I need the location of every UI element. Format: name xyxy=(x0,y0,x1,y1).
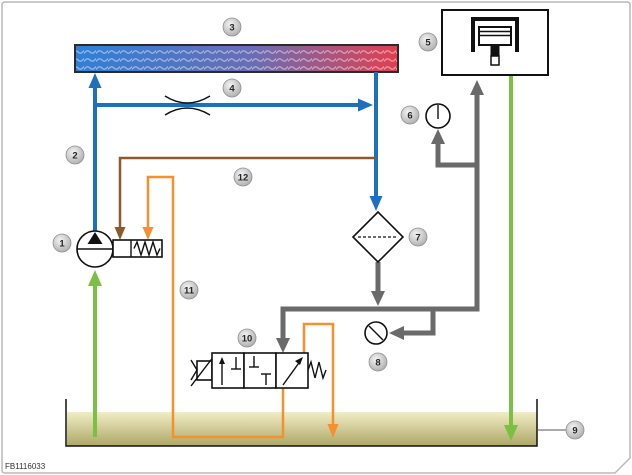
arrow-diagonal-icon xyxy=(295,357,303,365)
arrow-up-icon xyxy=(431,129,445,144)
callout-5: 5 xyxy=(418,32,438,52)
brown-line-path xyxy=(118,156,376,228)
callout-2: 2 xyxy=(65,145,85,165)
callout-7: 7 xyxy=(408,227,428,247)
callout-label: 9 xyxy=(572,426,577,437)
cooler-outline xyxy=(74,44,399,73)
callout-circle xyxy=(65,145,85,165)
callout-circle xyxy=(408,227,428,247)
gray-line-main-gallery xyxy=(280,94,480,339)
callout-circle xyxy=(368,352,388,372)
arrow-down-icon xyxy=(142,227,154,240)
callout-label: 10 xyxy=(242,334,253,345)
filter-icon xyxy=(351,210,405,264)
callout-4: 4 xyxy=(222,78,242,98)
valve-left-actuator xyxy=(196,360,213,381)
actuator-diagonal xyxy=(190,355,215,387)
valve-flow-arrow xyxy=(282,359,302,386)
arrow-down-icon xyxy=(114,227,126,240)
restrictor-icon xyxy=(164,95,211,116)
callout-8: 8 xyxy=(368,352,388,372)
callout-9: 9 xyxy=(565,420,585,440)
callout-circle xyxy=(565,420,585,440)
callout-circle xyxy=(52,233,72,253)
arrow-down-icon xyxy=(371,291,385,306)
callout-12: 12 xyxy=(233,167,253,187)
arrow-down-icon xyxy=(276,338,290,353)
arrow-up-icon xyxy=(88,270,102,286)
gray-line-to-gauge xyxy=(435,142,477,168)
pressure-switch-icon xyxy=(364,321,388,345)
callout-circle xyxy=(237,328,257,348)
cylinder-wall xyxy=(471,17,519,52)
callout-label: 6 xyxy=(407,111,412,122)
callout-10: 10 xyxy=(237,328,257,348)
cooler-icon xyxy=(74,44,399,73)
callout-circle xyxy=(233,167,253,187)
callout-circle xyxy=(400,105,420,125)
sump-outline xyxy=(65,399,538,447)
callout-label: 5 xyxy=(425,38,431,49)
arrow-down-icon xyxy=(369,196,383,211)
callout-label: 12 xyxy=(238,173,249,184)
valve-square-middle xyxy=(243,352,277,389)
callout-circle xyxy=(179,280,199,300)
brown-line xyxy=(114,156,376,240)
valve-square-right xyxy=(275,352,309,389)
callout-circle xyxy=(418,32,438,52)
callout-label: 2 xyxy=(72,151,77,162)
callout-circle xyxy=(222,78,242,98)
figure-code: FB1116033 xyxy=(5,462,46,471)
arrow-up-icon xyxy=(470,80,484,95)
pump-icon xyxy=(76,230,163,268)
sump-icon xyxy=(65,399,538,447)
callout-3: 3 xyxy=(222,17,242,37)
callout-label: 7 xyxy=(415,233,420,244)
callout-circle xyxy=(222,17,242,37)
gauge-icon xyxy=(425,103,451,129)
orange-line-return xyxy=(302,322,335,425)
callout-label: 8 xyxy=(375,358,380,369)
piston-icon xyxy=(441,9,549,76)
arrow-left-icon xyxy=(389,326,404,340)
arrow-down-icon xyxy=(327,424,339,438)
restrictor-arc-bottom xyxy=(164,107,211,116)
arrow-down-icon xyxy=(504,425,518,441)
callout-label: 3 xyxy=(229,23,234,34)
callout-label: 11 xyxy=(184,286,195,297)
valve-icon xyxy=(190,352,327,389)
cooler-texture xyxy=(75,45,398,72)
orange-line-control xyxy=(146,175,285,439)
spring-icon xyxy=(133,239,161,258)
gray-line-to-switch xyxy=(402,309,436,336)
green-lines xyxy=(88,75,518,441)
callout-label: 1 xyxy=(59,239,65,250)
arrow-right-icon xyxy=(358,98,373,112)
connecting-rod xyxy=(490,45,500,57)
rod-end xyxy=(490,55,500,66)
callout-11: 11 xyxy=(179,280,199,300)
gray-lines xyxy=(276,80,484,353)
actuator-mark xyxy=(190,359,198,381)
callout-1: 1 xyxy=(52,233,72,253)
spring-icon xyxy=(307,359,327,381)
arrow-up-icon xyxy=(219,357,225,364)
callout-label: 4 xyxy=(229,84,235,95)
valve-square-left xyxy=(211,352,245,389)
switch-needle xyxy=(368,325,384,341)
blue-lines xyxy=(88,72,383,231)
orange-lines xyxy=(142,175,339,439)
callout-6: 6 xyxy=(400,105,420,125)
pump-triangle xyxy=(87,232,103,244)
restrictor-arc-top xyxy=(164,95,211,104)
sump-fill xyxy=(67,412,537,446)
arrow-up-icon xyxy=(88,73,102,88)
